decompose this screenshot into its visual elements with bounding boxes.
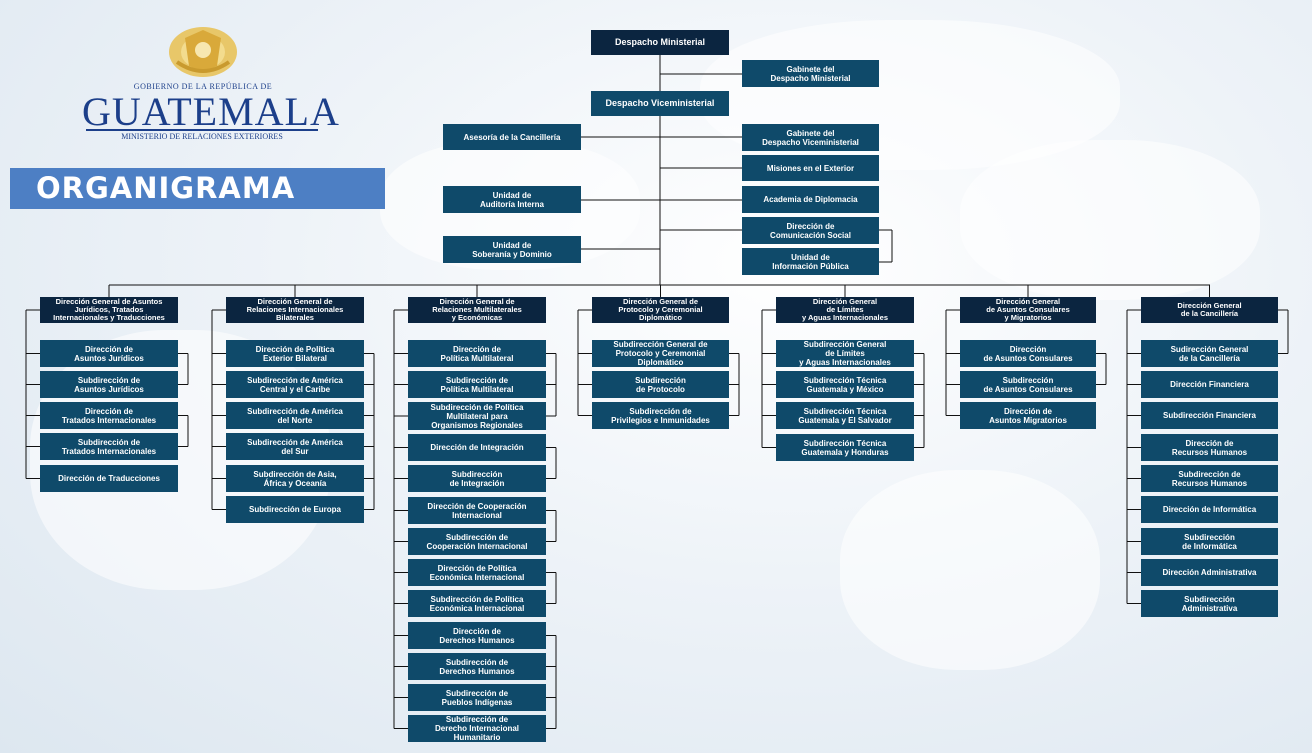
org-unit[interactable]: Subdirección de Cooperación Internaciona… — [408, 528, 546, 555]
org-unit[interactable]: Subdirección de Asia, África y Oceanía — [226, 465, 364, 492]
org-unit[interactable]: Subdirección Técnica Guatemala y Hondura… — [776, 434, 914, 461]
node-soberania[interactable]: Unidad de Soberanía y Dominio — [443, 236, 581, 263]
org-unit[interactable]: Dirección Administrativa — [1141, 559, 1278, 586]
ministry-name: MINISTERIO DE RELACIONES EXTERIORES — [121, 132, 283, 141]
node-despacho-ministerial[interactable]: Despacho Ministerial — [591, 30, 729, 55]
org-unit[interactable]: Dirección de Derechos Humanos — [408, 622, 546, 649]
org-unit[interactable]: Subdirección de América del Sur — [226, 433, 364, 460]
org-unit[interactable]: Subdirección de Integración — [408, 465, 546, 492]
logo-divider — [86, 129, 318, 131]
org-unit[interactable]: Sudirección General de la Cancillería — [1141, 340, 1278, 367]
column-head[interactable]: Dirección General de Relaciones Multilat… — [408, 297, 546, 323]
org-unit[interactable]: Subdirección de Derechos Humanos — [408, 653, 546, 680]
org-unit[interactable]: Dirección de Política Multilateral — [408, 340, 546, 367]
org-unit[interactable]: Subdirección de Tratados Internacionales — [40, 433, 178, 460]
ministry-logo: GOBIERNO DE LA REPÚBLICA DE GUATEMALA MI… — [78, 20, 340, 150]
node-asesoria[interactable]: Asesoría de la Cancillería — [443, 124, 581, 150]
org-unit[interactable]: Subdirección de América del Norte — [226, 402, 364, 429]
column-head[interactable]: Dirección General de Protocolo y Ceremon… — [592, 297, 729, 323]
org-unit[interactable]: Subdirección de Asuntos Consulares — [960, 371, 1096, 398]
org-unit[interactable]: Subdirección de Informática — [1141, 528, 1278, 555]
node-academia[interactable]: Academia de Diplomacia — [742, 186, 879, 213]
node-informacion-publica[interactable]: Unidad de Información Pública — [742, 248, 879, 275]
org-unit[interactable]: Subdirección de Protocolo — [592, 371, 729, 398]
node-gabinete-viceministerial[interactable]: Gabinete del Despacho Viceministerial — [742, 124, 879, 151]
title-banner: ORGANIGRAMA — [10, 168, 385, 209]
org-unit[interactable]: Dirección de Integración — [408, 434, 546, 461]
org-unit[interactable]: Subdirección Técnica Guatemala y El Salv… — [776, 402, 914, 429]
org-unit[interactable]: Subdirección de Derecho Internacional Hu… — [408, 715, 546, 742]
node-auditoria[interactable]: Unidad de Auditoría Interna — [443, 186, 581, 213]
country-name: GUATEMALA — [82, 89, 340, 134]
org-unit[interactable]: Dirección de Recursos Humanos — [1141, 434, 1278, 461]
org-unit[interactable]: Dirección Financiera — [1141, 371, 1278, 398]
node-gabinete-ministerial[interactable]: Gabinete del Despacho Ministerial — [742, 60, 879, 87]
org-unit[interactable]: Subdirección de Europa — [226, 496, 364, 523]
org-unit[interactable]: Subdirección de Recursos Humanos — [1141, 465, 1278, 492]
column-head[interactable]: Dirección General de Relaciones Internac… — [226, 297, 364, 323]
org-unit[interactable]: Subdirección Técnica Guatemala y México — [776, 371, 914, 398]
org-unit[interactable]: Subdirección de Pueblos Indígenas — [408, 684, 546, 711]
column-head[interactable]: Dirección General de Límites y Aguas Int… — [776, 297, 914, 323]
column-head[interactable]: Dirección General de Asuntos Jurídicos, … — [40, 297, 178, 323]
org-unit[interactable]: Dirección de Asuntos Jurídicos — [40, 340, 178, 367]
node-misiones[interactable]: Misiones en el Exterior — [742, 155, 879, 181]
coat-of-arms-icon — [169, 27, 237, 77]
node-despacho-viceministerial[interactable]: Despacho Viceministerial — [591, 91, 729, 116]
org-unit[interactable]: Subdirección de Privilegios e Inmunidade… — [592, 402, 729, 429]
org-unit[interactable]: Subdirección de Política Multilateral pa… — [408, 402, 546, 430]
org-unit[interactable]: Dirección de Informática — [1141, 496, 1278, 523]
org-unit[interactable]: Dirección de Política Exterior Bilateral — [226, 340, 364, 367]
org-unit[interactable]: Dirección de Cooperación Internacional — [408, 497, 546, 524]
org-unit[interactable]: Subdirección Financiera — [1141, 402, 1278, 429]
org-unit[interactable]: Subdirección de Asuntos Jurídicos — [40, 371, 178, 398]
org-unit[interactable]: Dirección de Tratados Internacionales — [40, 402, 178, 429]
map-shape — [960, 140, 1260, 300]
node-comunicacion[interactable]: Dirección de Comunicación Social — [742, 217, 879, 244]
org-unit[interactable]: Dirección de Asuntos Consulares — [960, 340, 1096, 367]
column-head[interactable]: Dirección General de Asuntos Consulares … — [960, 297, 1096, 323]
org-unit[interactable]: Dirección de Política Económica Internac… — [408, 559, 546, 586]
org-unit[interactable]: Subdirección de América Central y el Car… — [226, 371, 364, 398]
org-unit[interactable]: Subdirección de Política Económica Inter… — [408, 590, 546, 617]
org-unit[interactable]: Dirección de Asuntos Migratorios — [960, 402, 1096, 429]
column-head[interactable]: Dirección General de la Cancillería — [1141, 297, 1278, 323]
org-unit[interactable]: Subdirección General de Protocolo y Cere… — [592, 340, 729, 367]
page-title: ORGANIGRAMA — [36, 171, 296, 205]
org-unit[interactable]: Dirección de Traducciones — [40, 465, 178, 492]
government-line: GOBIERNO DE LA REPÚBLICA DE — [133, 82, 273, 91]
org-unit[interactable]: Subdirección Administrativa — [1141, 590, 1278, 617]
org-unit[interactable]: Subdirección de Política Multilateral — [408, 371, 546, 398]
org-unit[interactable]: Subdirección General de Límites y Aguas … — [776, 340, 914, 367]
map-shape — [840, 470, 1100, 670]
